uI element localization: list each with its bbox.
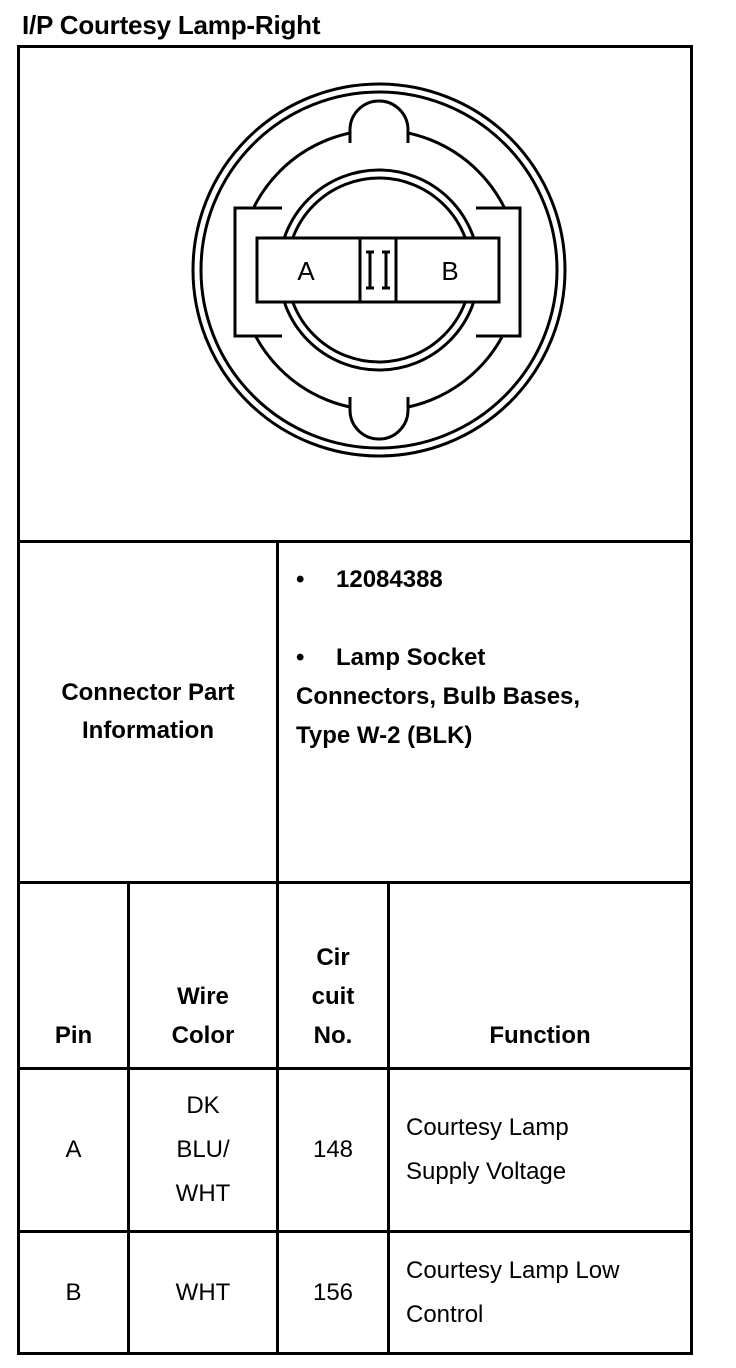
bottom-key-tab [348, 397, 410, 441]
table-row-b-circuit: 156 [312, 1278, 354, 1306]
table-row-b-wire: WHT [175, 1278, 231, 1306]
connector-face-diagram: A B [191, 82, 567, 458]
divider-info [17, 881, 693, 884]
connector-info-label: Connector Part Information [20, 543, 276, 881]
connector-outer-ring [191, 82, 567, 458]
connector-info-label-line1: Connector Part [61, 679, 235, 706]
connector-info-values: • 12084388 • Lamp Socket Connectors, Bul… [296, 560, 686, 755]
table-row-a-function: Courtesy Lamp Supply Voltage [406, 1114, 569, 1185]
connector-desc-line2: Connectors, Bulb Bases, [296, 683, 581, 710]
divider-diagram [17, 540, 693, 543]
part-number: 12084388 [336, 566, 443, 593]
table-row-b-function: Courtesy Lamp Low Control [406, 1256, 620, 1328]
divider-col-main [276, 540, 279, 1355]
top-key-tab [348, 99, 410, 143]
divider-col-circuit [387, 881, 390, 1355]
pin-a-label: A [297, 256, 315, 286]
bullet-icon: • [296, 644, 305, 671]
connector-desc-line3: Type W-2 (BLK) [296, 722, 473, 749]
table-row-a-wire: DK BLU/ WHT [175, 1092, 231, 1207]
header-wire-color: Wire Color [171, 983, 235, 1049]
table-row-a-pin: A [65, 1136, 82, 1163]
divider-col-pin [127, 881, 130, 1355]
header-circuit: Cir cuit No. [311, 944, 355, 1049]
connector-outer-ring-inner [199, 90, 559, 450]
connector-table-frame [17, 45, 693, 1355]
page-title: I/P Courtesy Lamp-Right [22, 10, 321, 40]
bullet-icon: • [296, 566, 305, 593]
divider-header [17, 1067, 693, 1070]
table-row-a-circuit: 148 [312, 1136, 354, 1163]
terminal-divider [358, 236, 398, 304]
connector-info-label-line2: Information [81, 717, 214, 744]
pin-b-label: B [441, 256, 458, 286]
connector-desc-line1: Lamp Socket [336, 644, 486, 671]
header-pin: Pin [54, 1022, 93, 1049]
header-function: Function [489, 1022, 591, 1049]
table-row-b-pin: B [65, 1278, 82, 1306]
divider-row [17, 1230, 693, 1233]
